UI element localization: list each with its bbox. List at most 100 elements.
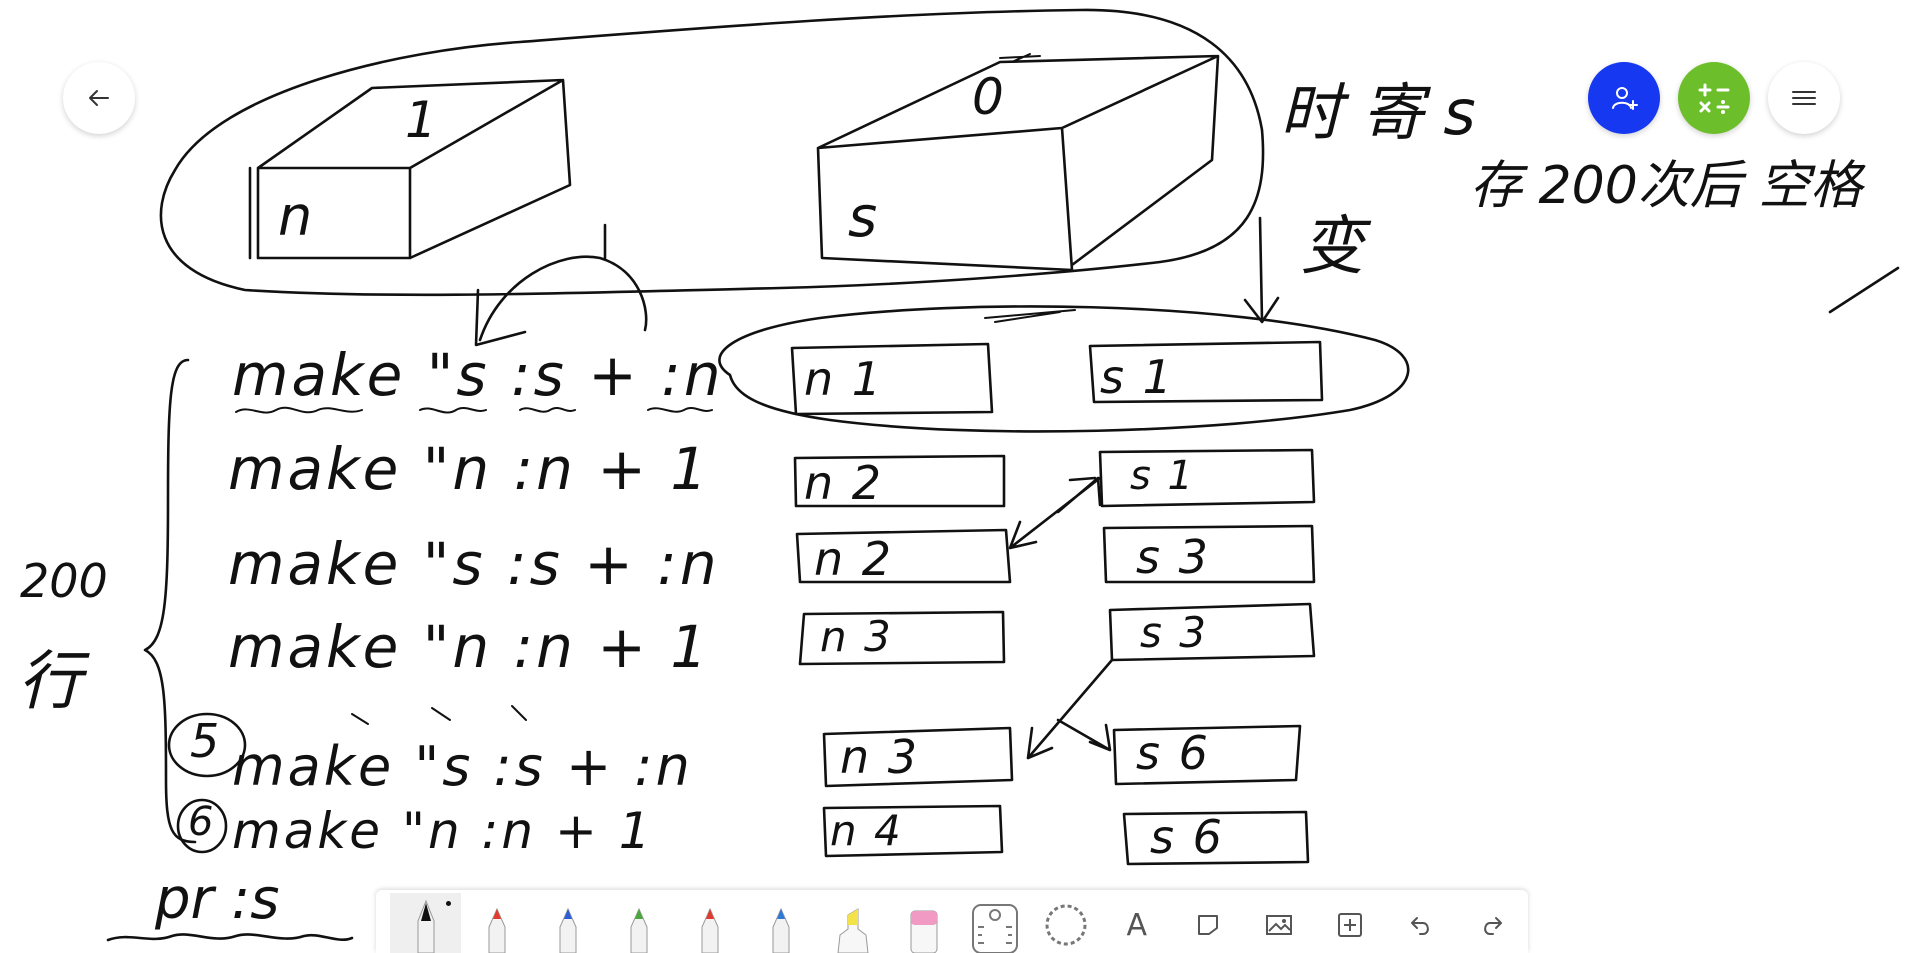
- pen-red-alt-tool[interactable]: [675, 893, 746, 953]
- n-cell-2: [793, 454, 1006, 508]
- n-cell-6: [822, 804, 1004, 858]
- n-cell-4-text: n 3: [820, 612, 893, 661]
- calculator-icon: [1698, 83, 1730, 114]
- highlighter-icon: [837, 908, 869, 953]
- lasso-icon: [1045, 904, 1087, 946]
- lasso-tool[interactable]: [1030, 893, 1101, 953]
- swap-arrows-upper: [1008, 476, 1102, 550]
- n-cell-4: [798, 610, 1006, 666]
- text-tool[interactable]: A: [1101, 893, 1172, 953]
- s-cell-2-text: s 1: [1130, 453, 1196, 499]
- result-loop-stroke: [718, 305, 1410, 433]
- s-cell-4: [1108, 602, 1316, 662]
- s-cell-2: [1098, 448, 1316, 508]
- s-cell-3-text: s 3: [1136, 530, 1210, 584]
- box-left-top-label: 1: [405, 91, 437, 149]
- box-right-top-label: 0: [972, 68, 1004, 126]
- image-tool[interactable]: [1244, 893, 1315, 953]
- step-marker-5: 5: [190, 714, 220, 768]
- code-line-1: make "s :s + :n: [232, 341, 724, 409]
- s-cell-6-text: s 6: [1150, 810, 1224, 864]
- code-line-5: make "s :s + :n: [232, 735, 693, 798]
- annotation-space: 存 200次后 空格: [1470, 156, 1863, 216]
- code-line-2: make "n :n + 1: [228, 435, 711, 503]
- box-left-stroke: [248, 78, 572, 260]
- text-icon: A: [1126, 907, 1148, 943]
- link-arc-stroke: [474, 223, 648, 347]
- n-cell-6-text: n 4: [830, 806, 903, 855]
- box-right-stroke: [816, 54, 1220, 272]
- pen-blue-alt-tool[interactable]: [746, 893, 817, 953]
- box-right-front-label: s: [848, 185, 878, 250]
- s-cell-5-text: s 6: [1136, 726, 1210, 780]
- left-unit: 行: [18, 645, 82, 719]
- s-cell-1-text: s 1: [1100, 350, 1174, 404]
- s-cell-3: [1102, 524, 1316, 584]
- code-line-3: make "s :s + :n: [228, 530, 720, 598]
- annotation-underline: [1828, 266, 1900, 314]
- annotation-time: 时 寄 s: [1280, 76, 1476, 149]
- box-right-mark: [999, 53, 1041, 63]
- s-cell-4-text: s 3: [1140, 608, 1208, 657]
- pen-blue-alt-icon: [772, 907, 790, 953]
- bottom-squiggle: [106, 933, 354, 942]
- ruler-tool[interactable]: [959, 893, 1030, 953]
- image-icon: [1266, 915, 1293, 935]
- bottom-toolbar: A: [376, 890, 1528, 953]
- top-loop-stroke: [159, 8, 1265, 297]
- pen-blue-icon: [559, 907, 577, 953]
- arrow-left-icon: [89, 90, 109, 106]
- back-button[interactable]: [63, 62, 135, 134]
- s-cell-6: [1122, 810, 1310, 866]
- left-brace-stroke: [143, 358, 197, 844]
- undo-tool[interactable]: [1386, 893, 1457, 953]
- pen-blue-tool[interactable]: [532, 893, 603, 953]
- shape-icon: [1197, 915, 1218, 935]
- s-cell-1: [1088, 340, 1324, 404]
- swap-arrows-lower: [1026, 658, 1114, 760]
- menu-button[interactable]: [1768, 62, 1840, 134]
- pen-red-icon: [488, 907, 506, 953]
- eraser-icon: [910, 910, 938, 953]
- left-count: 200: [20, 554, 108, 608]
- step-circle-6: [176, 798, 228, 854]
- n-cell-3-text: n 2: [814, 532, 894, 586]
- hamburger-menu-icon: [1792, 91, 1816, 105]
- pen-red-alt-icon: [701, 907, 719, 953]
- add-tool[interactable]: [1315, 893, 1386, 953]
- add-icon: [1338, 913, 1363, 937]
- code-line-6: make "n :n + 1: [232, 802, 654, 860]
- redo-tool[interactable]: [1457, 893, 1528, 953]
- undo-icon: [1411, 917, 1430, 935]
- add-person-icon: [1612, 87, 1638, 110]
- annotation-change: 变: [1300, 210, 1364, 284]
- s-cell-5: [1112, 724, 1302, 786]
- redo-icon: [1484, 917, 1503, 935]
- pen-green-tool[interactable]: [603, 893, 674, 953]
- step-circle-5: [167, 712, 247, 778]
- underline-squiggle: [235, 406, 713, 414]
- n-cell-1-text: n 1: [804, 352, 884, 406]
- pen-black-tool[interactable]: [390, 893, 462, 953]
- arrow-down-stroke: [1243, 216, 1280, 324]
- invite-button[interactable]: [1588, 62, 1660, 134]
- n-cell-5-text: n 3: [840, 730, 920, 784]
- highlighter-tool[interactable]: [817, 893, 888, 953]
- n-cell-5: [822, 726, 1014, 788]
- result-loop-mark: [984, 309, 1076, 323]
- ruler-icon: [971, 904, 1018, 953]
- ditto-marks: [351, 705, 527, 725]
- step-marker-6: 6: [188, 799, 214, 845]
- code-line-4: make "n :n + 1: [228, 613, 711, 681]
- calculator-button[interactable]: [1678, 62, 1750, 134]
- box-left-front-label: n: [278, 185, 313, 248]
- pen-black-icon: [417, 899, 435, 953]
- pen-red-tool[interactable]: [461, 893, 532, 953]
- n-cell-2-text: n 2: [804, 456, 884, 510]
- eraser-tool[interactable]: [888, 893, 959, 953]
- final-line: pr :s: [155, 867, 280, 932]
- active-dot: [446, 901, 452, 906]
- shape-tool[interactable]: [1172, 893, 1243, 953]
- n-cell-3: [795, 528, 1012, 584]
